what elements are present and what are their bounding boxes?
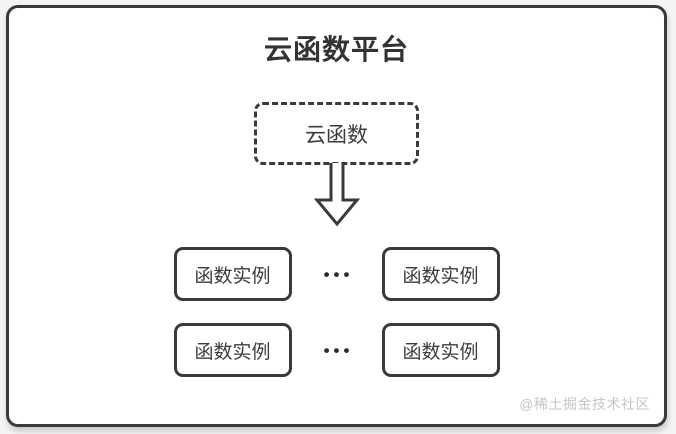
instances-row-1: 函数实例 ••• 函数实例: [173, 247, 500, 302]
function-instance-node: 函数实例: [381, 247, 500, 302]
down-arrow-icon: [313, 163, 360, 227]
instances-row-2: 函数实例 ••• 函数实例: [173, 323, 500, 378]
diagram-title: 云函数平台: [263, 34, 409, 65]
function-instance-label: 函数实例: [402, 341, 479, 363]
function-instance-node: 函数实例: [173, 323, 292, 378]
ellipsis-dots: •••: [323, 340, 354, 360]
function-instance-node: 函数实例: [173, 247, 292, 302]
platform-container: 云函数平台 云函数 函数实例 ••• 函数实例 函数实例 ••• 函数实例: [6, 5, 667, 427]
watermark-text: @稀土掘金技术社区: [519, 396, 650, 412]
instances-grid: 函数实例 ••• 函数实例 函数实例 ••• 函数实例: [173, 247, 500, 378]
function-instance-label: 函数实例: [194, 341, 271, 363]
function-instance-label: 函数实例: [402, 265, 479, 287]
ellipsis-dots: •••: [323, 264, 354, 284]
function-instance-node: 函数实例: [381, 323, 500, 378]
function-instance-label: 函数实例: [194, 265, 271, 287]
cloud-function-node: 云函数: [254, 102, 419, 166]
cloud-function-label: 云函数: [305, 123, 368, 147]
